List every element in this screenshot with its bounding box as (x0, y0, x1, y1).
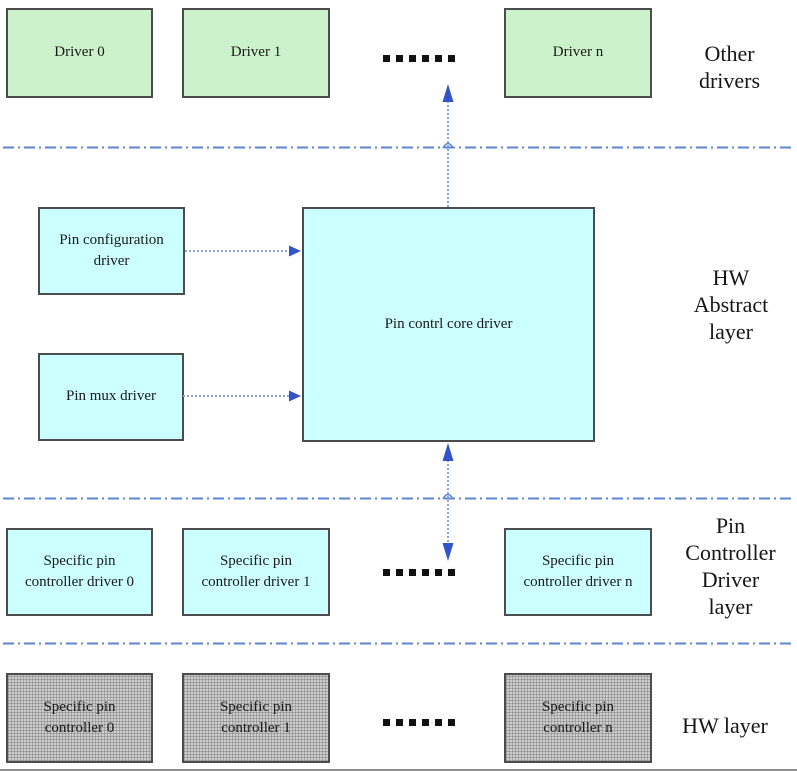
dot-icon (435, 568, 442, 576)
dot-icon (435, 54, 442, 62)
dot-icon (383, 54, 390, 62)
arrowhead-right-icon (289, 245, 301, 257)
layer-label-pin-controller-driver: Pin Controller Driver layer (685, 513, 776, 619)
box-pin-configuration-driver-label: Pin configuration driver (59, 231, 164, 269)
arrowhead-down-icon (442, 543, 454, 561)
dot-icon (422, 718, 429, 726)
box-specific-pin-controller-n: Specific pin controller n (504, 673, 652, 763)
box-specific-pin-controller-driver-n: Specific pin controller driver n (504, 528, 652, 616)
arrowhead-up-icon (442, 443, 454, 461)
ellipsis-dots-middle (378, 566, 460, 578)
box-pin-configuration-driver: Pin configuration driver (38, 207, 185, 295)
arrowhead-right-icon (289, 390, 301, 402)
dot-icon (409, 568, 416, 576)
box-driver-1-label: Driver 1 (230, 44, 282, 61)
dot-icon (409, 718, 416, 726)
dot-icon (448, 54, 455, 62)
ellipsis-dots-top (378, 52, 460, 64)
connector-config-to-core-arrow (185, 245, 301, 257)
dot-icon (383, 718, 390, 726)
box-specific-pin-controller-driver-n-label: Specific pin controller driver n (523, 552, 633, 590)
dot-icon (448, 568, 455, 576)
dot-icon (422, 568, 429, 576)
box-specific-pin-controller-driver-0: Specific pin controller driver 0 (6, 528, 153, 616)
box-pin-contrl-core-driver: Pin contrl core driver (302, 207, 595, 442)
connector-core-to-controllers-double-arrow (442, 443, 454, 561)
box-driver-1: Driver 1 (182, 8, 330, 98)
layer-label-other-drivers: Other drivers (698, 41, 761, 93)
connector-hop-2 (442, 493, 454, 500)
dot-icon (435, 718, 442, 726)
box-pin-mux-driver-label: Pin mux driver (66, 388, 156, 405)
ellipsis-dots-bottom (378, 716, 460, 728)
connector-hop-1 (442, 142, 454, 149)
box-specific-pin-controller-1-label: Specific pin controller 1 (219, 698, 293, 736)
box-pin-contrl-core-driver-label: Pin contrl core driver (384, 315, 513, 332)
box-driver-n-label: Driver n (552, 44, 604, 61)
dot-icon (396, 718, 403, 726)
layer-label-hw-abstract: HW Abstract layer (693, 265, 769, 344)
box-driver-n: Driver n (504, 8, 652, 98)
layer-label-hw: HW layer (682, 713, 768, 738)
bottom-edge-line (0, 769, 797, 771)
dot-icon (448, 718, 455, 726)
box-specific-pin-controller-driver-0-label: Specific pin controller driver 0 (24, 552, 135, 590)
dot-icon (409, 54, 416, 62)
dot-icon (396, 568, 403, 576)
box-specific-pin-controller-0: Specific pin controller 0 (6, 673, 153, 763)
box-pin-mux-driver: Pin mux driver (38, 353, 184, 441)
box-driver-0: Driver 0 (6, 8, 153, 98)
connector-mux-to-core-arrow (183, 390, 301, 402)
box-driver-0-label: Driver 0 (54, 44, 105, 61)
box-specific-pin-controller-1: Specific pin controller 1 (182, 673, 330, 763)
dot-icon (396, 54, 403, 62)
box-specific-pin-controller-0-label: Specific pin controller 0 (43, 698, 116, 736)
box-specific-pin-controller-n-label: Specific pin controller n (541, 698, 615, 736)
box-specific-pin-controller-driver-1-label: Specific pin controller driver 1 (201, 552, 311, 590)
connector-core-to-drivers-arrow (442, 84, 454, 207)
dot-icon (383, 568, 390, 576)
arrowhead-up-icon (442, 84, 454, 102)
box-specific-pin-controller-driver-1: Specific pin controller driver 1 (182, 528, 330, 616)
dot-icon (422, 54, 429, 62)
